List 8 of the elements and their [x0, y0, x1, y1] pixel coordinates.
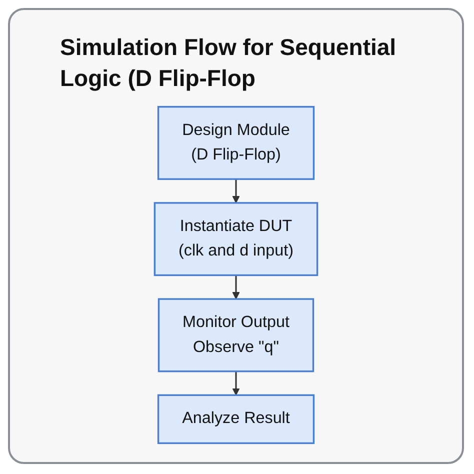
arrow: [232, 275, 240, 300]
arrow: [232, 179, 240, 204]
node-box: Instantiate DUT (clk and d input): [154, 202, 318, 276]
node-box: Analyze Result: [157, 394, 315, 444]
diagram-title: Simulation Flow for Sequential Logic (D Flip-Flop: [60, 33, 398, 94]
arrow: [232, 371, 240, 396]
node-box: Monitor Output Observe "q": [158, 298, 314, 372]
node-box: Design Module (D Flip-Flop): [157, 106, 315, 180]
